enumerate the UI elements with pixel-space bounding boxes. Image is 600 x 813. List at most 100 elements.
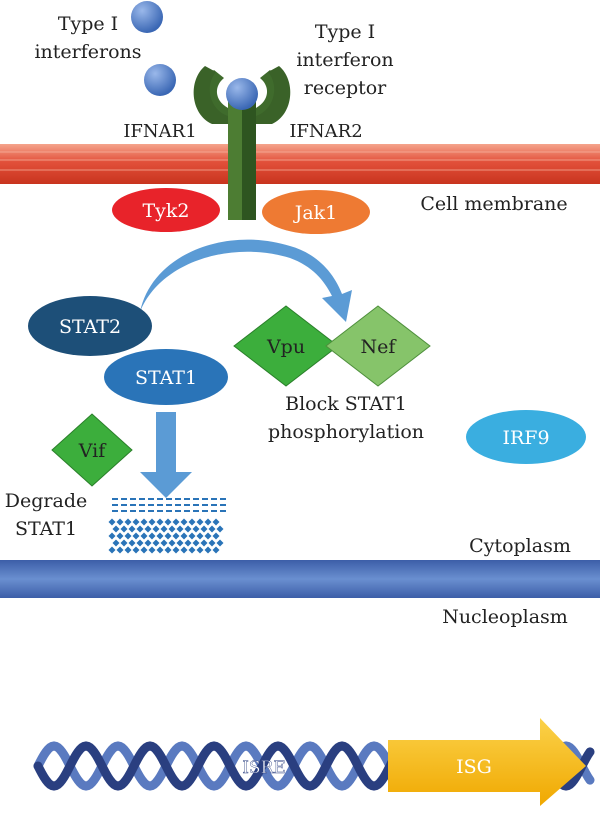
stat2-label: STAT2 bbox=[59, 316, 121, 338]
fragment-diamond bbox=[152, 539, 160, 547]
fragment-diamond bbox=[144, 525, 152, 533]
fragment-diamond bbox=[180, 518, 188, 526]
fragment-diamond bbox=[208, 539, 216, 547]
nef-label: Nef bbox=[361, 336, 398, 358]
fragment-diamond bbox=[216, 525, 224, 533]
interferon-bound bbox=[226, 78, 258, 110]
fragment-diamond bbox=[136, 539, 144, 547]
fragment-diamond bbox=[156, 532, 164, 540]
fragment-diamond bbox=[184, 539, 192, 547]
ifnar2-label: IFNAR2 bbox=[289, 121, 362, 142]
fragment-diamond bbox=[196, 518, 204, 526]
fragment-diamond bbox=[204, 546, 212, 554]
degradation-arrow bbox=[140, 412, 192, 498]
fragment-diamond bbox=[184, 525, 192, 533]
isg-gene-arrow bbox=[388, 718, 586, 806]
fragment-diamond bbox=[212, 546, 220, 554]
fragment-diamond bbox=[192, 525, 200, 533]
block-label-1: Block STAT1 bbox=[285, 393, 407, 415]
vif-protein bbox=[51, 413, 133, 487]
block-label-2: phosphorylation bbox=[268, 421, 424, 443]
degrade-label-1: Degrade bbox=[5, 490, 87, 512]
fragment-diamond bbox=[180, 532, 188, 540]
fragment-diamond bbox=[108, 518, 116, 526]
fragment-diamond bbox=[204, 518, 212, 526]
fragment-diamond bbox=[172, 532, 180, 540]
irf9-label: IRF9 bbox=[502, 427, 549, 449]
fragment-diamond bbox=[120, 525, 128, 533]
fragment-diamond bbox=[212, 518, 220, 526]
fragment-diamond bbox=[188, 532, 196, 540]
fragment-diamond bbox=[136, 525, 144, 533]
fragment-diamond bbox=[188, 546, 196, 554]
fragment-diamond bbox=[148, 546, 156, 554]
fragment-diamond bbox=[160, 525, 168, 533]
fragment-diamond bbox=[176, 525, 184, 533]
degraded-stat1-fragments bbox=[108, 498, 226, 554]
fragment-diamond bbox=[200, 539, 208, 547]
fragment-diamond bbox=[128, 539, 136, 547]
fragment-diamond bbox=[200, 525, 208, 533]
fragment-diamond bbox=[140, 518, 148, 526]
fragment-diamond bbox=[176, 539, 184, 547]
fragment-diamond bbox=[196, 532, 204, 540]
nef-protein bbox=[325, 305, 431, 387]
fragment-diamond bbox=[132, 518, 140, 526]
fragment-diamond bbox=[192, 539, 200, 547]
fragment-diamond bbox=[148, 518, 156, 526]
fragment-diamond bbox=[208, 525, 216, 533]
fragment-diamond bbox=[116, 532, 124, 540]
interferon-ball bbox=[144, 64, 176, 96]
fragment-diamond bbox=[140, 532, 148, 540]
fragment-diamond bbox=[108, 532, 116, 540]
interferon-receptor bbox=[193, 66, 291, 220]
fragment-diamond bbox=[216, 539, 224, 547]
jak1-kinase bbox=[262, 190, 370, 234]
fragment-diamond bbox=[172, 546, 180, 554]
fragment-diamond bbox=[124, 546, 132, 554]
vif-label: Vif bbox=[78, 440, 107, 462]
fragment-diamond bbox=[116, 546, 124, 554]
fragment-diamond bbox=[156, 546, 164, 554]
fragment-diamond bbox=[132, 532, 140, 540]
fragment-diamond bbox=[124, 518, 132, 526]
nucleoplasm-label: Nucleoplasm bbox=[442, 606, 568, 628]
fragment-diamond bbox=[112, 525, 120, 533]
fragment-diamond bbox=[168, 525, 176, 533]
isg-label: ISG bbox=[456, 756, 492, 778]
stat1-protein bbox=[104, 349, 228, 405]
cell-membrane bbox=[0, 144, 600, 184]
fragment-diamond bbox=[180, 546, 188, 554]
fragment-diamond bbox=[124, 532, 132, 540]
tyk2-label: Tyk2 bbox=[142, 200, 189, 222]
fragment-diamond bbox=[128, 525, 136, 533]
receptor-label-1: Type I bbox=[315, 21, 375, 43]
degrade-label-2: STAT1 bbox=[15, 518, 77, 540]
fragment-diamond bbox=[152, 525, 160, 533]
fragment-diamond bbox=[108, 546, 116, 554]
tyk2-kinase bbox=[112, 188, 220, 232]
stat1-label: STAT1 bbox=[135, 367, 197, 389]
fragment-diamond bbox=[172, 518, 180, 526]
membrane-stripes bbox=[0, 151, 600, 171]
fragment-diamond bbox=[164, 546, 172, 554]
fragment-diamond bbox=[164, 518, 172, 526]
interferons-label-1: Type I bbox=[58, 13, 118, 35]
fragment-diamond bbox=[116, 518, 124, 526]
fragment-diamond bbox=[160, 539, 168, 547]
interferons-label-2: interferons bbox=[34, 41, 141, 63]
receptor-label-3: receptor bbox=[304, 77, 387, 99]
fragment-diamond bbox=[188, 518, 196, 526]
cell-membrane-label: Cell membrane bbox=[420, 193, 567, 215]
fragment-diamond bbox=[156, 518, 164, 526]
fragment-diamond bbox=[112, 539, 120, 547]
vpu-label: Vpu bbox=[266, 336, 305, 358]
phosphorylation-arrow bbox=[140, 239, 352, 322]
fragment-diamond bbox=[164, 532, 172, 540]
cytoplasm-label: Cytoplasm bbox=[469, 535, 571, 557]
fragment-diamond bbox=[204, 532, 212, 540]
interferon-ball bbox=[131, 1, 163, 33]
isre-label: ISRE bbox=[242, 758, 286, 778]
